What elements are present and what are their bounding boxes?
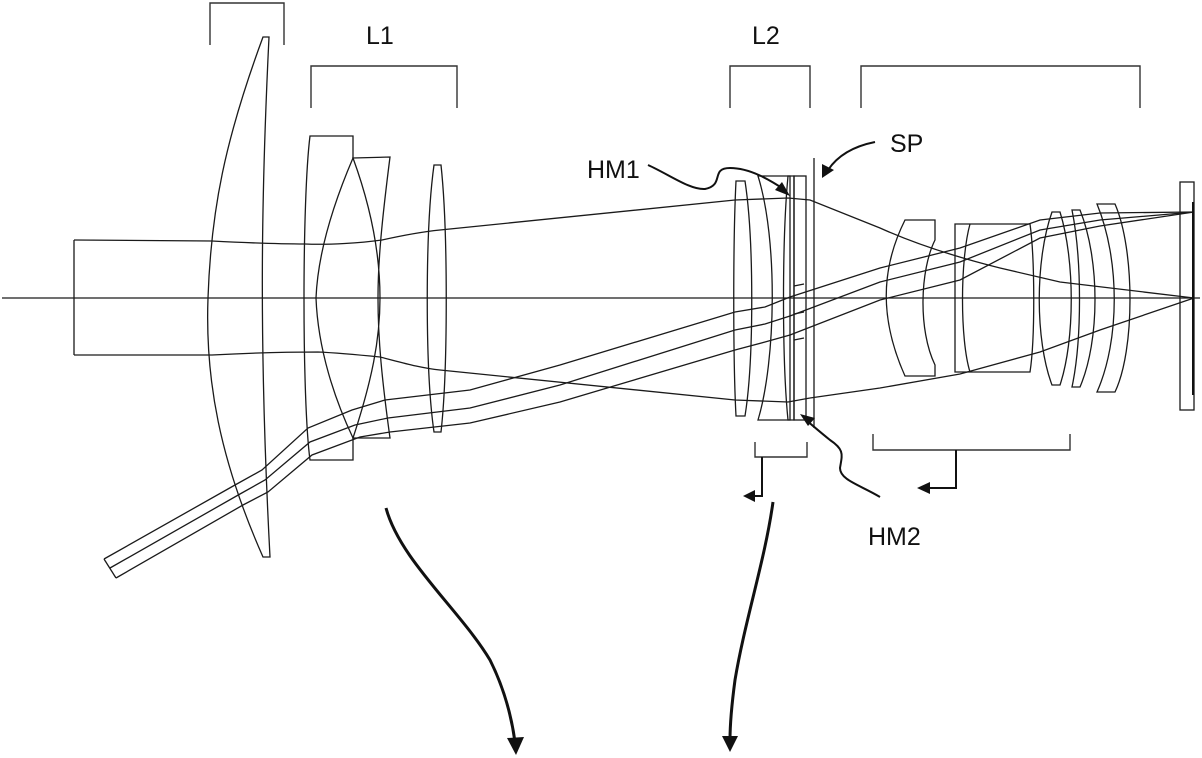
hm1-leader — [647, 164, 786, 191]
l2-subgroup-arrow — [750, 457, 763, 497]
rear-lens-group — [885, 203, 1131, 393]
oblique-beam — [103, 211, 1195, 579]
rear-group-arrowhead — [917, 482, 930, 494]
l1-move-arrowhead — [507, 737, 524, 755]
l2-label: L2 — [752, 22, 780, 50]
rear-group-arrow — [928, 450, 957, 489]
second-lens-group — [733, 175, 807, 421]
first-lens-group — [303, 135, 447, 461]
l2-move-arrow — [728, 501, 775, 741]
l1-bracket — [310, 65, 458, 108]
hm1-arrowhead — [775, 182, 790, 196]
hm2-label: HM2 — [868, 523, 921, 551]
l2-subgroup-bracket — [754, 442, 808, 458]
l2-move-arrowhead — [722, 736, 738, 752]
hm2-leader — [805, 419, 881, 498]
l1-label: L1 — [366, 22, 394, 50]
hm2-arrowhead — [800, 414, 815, 426]
sp-leader — [827, 141, 876, 171]
l2-subgroup-arrowhead — [743, 490, 755, 502]
rear-group-lower-bracket — [872, 434, 1071, 451]
front-group-bracket — [209, 2, 285, 45]
half-mirror-element — [782, 175, 795, 421]
sp-label: SP — [890, 130, 923, 158]
rear-group-bracket — [860, 65, 1141, 108]
incoming-beam-axial — [73, 197, 1195, 403]
front-meniscus-lens — [207, 36, 271, 558]
image-plane — [1179, 181, 1195, 411]
l2-bracket — [729, 65, 811, 108]
hm1-label: HM1 — [587, 156, 640, 184]
l1-move-arrow — [384, 507, 517, 743]
sp-arrowhead — [822, 164, 834, 178]
